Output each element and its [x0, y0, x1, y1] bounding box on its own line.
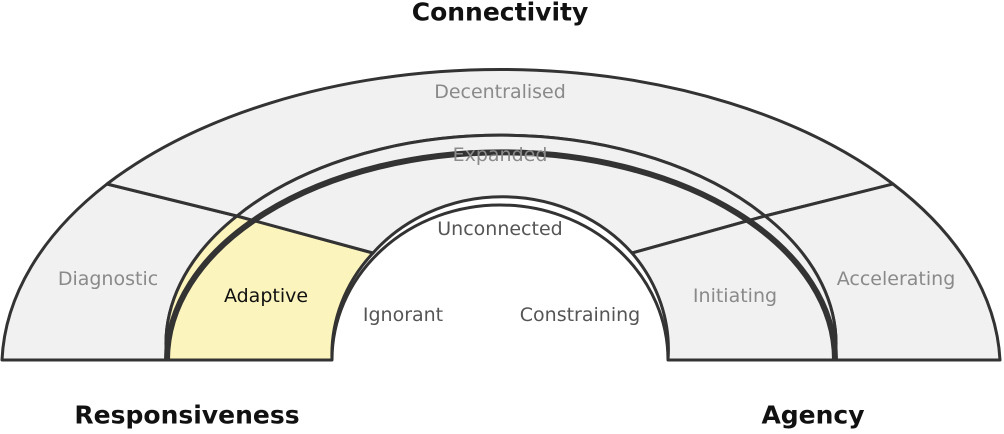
label-inner-left: Ignorant — [363, 304, 443, 326]
title-responsiveness: Responsiveness — [74, 401, 299, 430]
label-inner-top: Unconnected — [437, 218, 562, 240]
label-outer-top: Decentralised — [434, 81, 566, 103]
label-middle-right: Initiating — [693, 285, 777, 307]
title-agency: Agency — [761, 401, 864, 430]
segment-middle-top[interactable] — [235, 133, 767, 255]
inner-arc-outline — [330, 203, 670, 361]
label-outer-right: Accelerating — [837, 268, 956, 290]
ring-boundary-outer-middle — [164, 149, 838, 361]
label-middle-left: Adaptive — [224, 285, 308, 307]
title-connectivity: Connectivity — [412, 0, 589, 27]
label-middle-top: Expanded — [453, 144, 548, 166]
label-inner-right: Constraining — [520, 304, 640, 326]
label-outer-left: Diagnostic — [58, 268, 158, 290]
